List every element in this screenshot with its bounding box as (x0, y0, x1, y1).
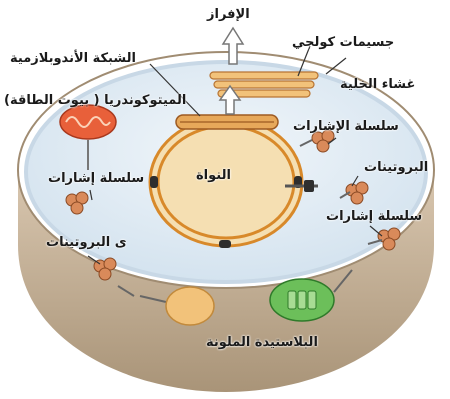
label-golgi: جسيمات كولجي (292, 36, 394, 49)
endoplasmic-reticulum (176, 115, 278, 129)
vesicle (166, 287, 214, 325)
plastid (270, 279, 334, 321)
label-plastid: البلاستيدة الملونة (206, 336, 318, 349)
label-mitochondria: الميتوكوندريا ( بيوت الطاقة) (4, 94, 186, 107)
label-secretion: الإفراز (207, 8, 250, 21)
label-proteins-left: ى البروتينات (46, 236, 127, 249)
label-signal-chain-top: سلسلة الإشارات (293, 120, 399, 133)
label-er: الشبكة الأندوبلازمية (10, 52, 136, 65)
nuclear-pore (150, 176, 158, 188)
label-membrane: غشاء الخلية (340, 78, 415, 91)
nuclear-pore (219, 240, 231, 248)
label-nucleus: النواة (196, 169, 231, 182)
label-signal-chain-right: سلسلة إشارات (326, 210, 422, 223)
label-proteins-right: البروتينات (364, 161, 428, 174)
label-signal-chain-left: سلسلة إشارات (48, 172, 144, 185)
